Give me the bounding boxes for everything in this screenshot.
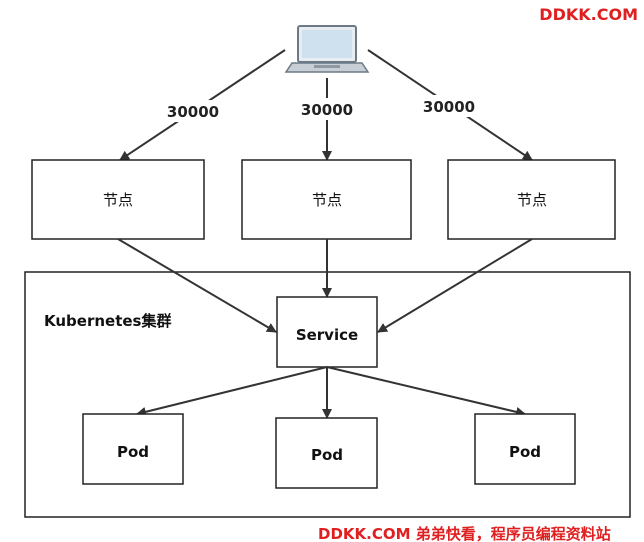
port-label-3: 30000 — [423, 98, 475, 116]
watermark-bottom: DDKK.COM 弟弟快看，程序员编程资料站 — [318, 525, 611, 542]
port-label-1: 30000 — [167, 103, 219, 121]
port-label-2: 30000 — [301, 101, 353, 119]
pod-box-1: Pod — [82, 413, 184, 485]
node-box-3: 节点 — [447, 159, 616, 240]
pod-box-2: Pod — [275, 417, 378, 489]
pod-label-3: Pod — [509, 443, 541, 461]
service-box: Service — [276, 296, 378, 368]
node-to-service-edges — [117, 238, 533, 333]
node-label-3: 节点 — [517, 191, 547, 209]
port-labels: 30000 30000 30000 — [164, 95, 478, 122]
node-label-1: 节点 — [103, 191, 133, 209]
edge-service-pod-1 — [136, 366, 328, 417]
pod-label-1: Pod — [117, 443, 149, 461]
edge-node-1-service — [117, 238, 277, 333]
cluster-label: Kubernetes集群 — [44, 312, 171, 330]
service-to-pod-edges — [136, 366, 526, 419]
edge-node-3-service — [377, 238, 533, 333]
edge-service-pod-3 — [326, 366, 526, 417]
node-box-2: 节点 — [241, 159, 412, 240]
pod-label-2: Pod — [311, 446, 343, 464]
watermark-top: DDKK.COM — [539, 5, 638, 24]
pod-box-3: Pod — [474, 413, 576, 485]
node-label-2: 节点 — [312, 191, 342, 209]
service-label: Service — [296, 326, 358, 344]
laptop-icon — [284, 25, 370, 73]
node-box-1: 节点 — [31, 159, 205, 240]
